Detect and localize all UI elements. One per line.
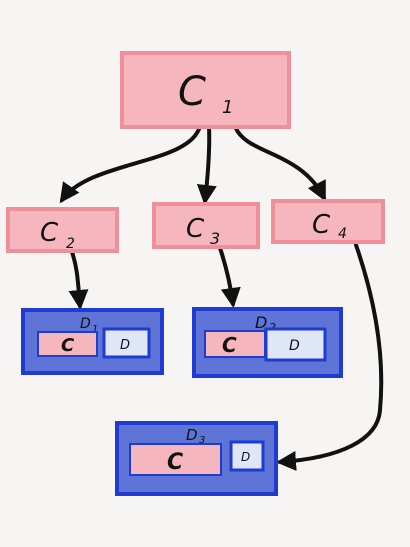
d-box-3-d-label: D	[241, 450, 250, 464]
node-c2-subscript: 2	[66, 236, 75, 252]
edge-c4-d3	[276, 243, 384, 471]
d-box-3-title: D	[186, 426, 198, 444]
edge-c3-d2	[218, 246, 241, 308]
node-c2-label: C	[40, 218, 59, 248]
edges	[59, 124, 384, 471]
d-box-3-subscript: 3	[199, 435, 205, 446]
d-box-2-c-part	[204, 330, 266, 358]
node-c1[interactable]: C 1	[120, 51, 291, 129]
d-box-1-c-part	[37, 331, 98, 357]
d-box-3-c-part	[129, 443, 222, 476]
d-box-1-d-label: D	[120, 338, 130, 353]
node-c1-box	[120, 51, 291, 129]
d-box-1-subscript: 1	[92, 324, 98, 335]
d-box-3-c-label: C	[167, 450, 183, 475]
edge-c1-c4	[233, 124, 326, 202]
d-box-3-d-part	[229, 440, 265, 472]
node-c3[interactable]: C 3	[152, 202, 260, 249]
node-c1-subscript: 1	[222, 97, 233, 118]
d-box-2-title: D	[255, 313, 267, 332]
node-c3-label: C	[186, 214, 205, 244]
node-c4-subscript: 4	[338, 226, 347, 242]
edge-c1-c3	[196, 124, 217, 205]
d-box-2-d-part	[264, 327, 327, 362]
edge-c2-d1	[68, 250, 89, 310]
node-c4-box	[271, 199, 385, 244]
node-c2-box	[6, 207, 119, 253]
d-box-1-title: D	[80, 316, 91, 332]
node-c4[interactable]: C 4	[271, 199, 385, 244]
d-box-1[interactable]: D 1 C D	[21, 308, 164, 375]
d-box-2-c-label: C	[222, 333, 237, 357]
node-c3-box	[152, 202, 260, 249]
edge-c1-c2	[59, 124, 202, 204]
d-box-3[interactable]: D 3 C D	[115, 421, 278, 496]
d-box-1-c-label: C	[61, 335, 75, 356]
node-c4-label: C	[312, 210, 331, 240]
node-c2[interactable]: C 2	[6, 207, 119, 253]
node-c3-subscript: 3	[210, 229, 220, 248]
d-box-1-d-part	[102, 327, 151, 359]
d-box-2-d-label: D	[289, 338, 300, 354]
node-c1-label: C	[178, 69, 206, 115]
d-box-2[interactable]: D 2 C D	[192, 307, 343, 378]
